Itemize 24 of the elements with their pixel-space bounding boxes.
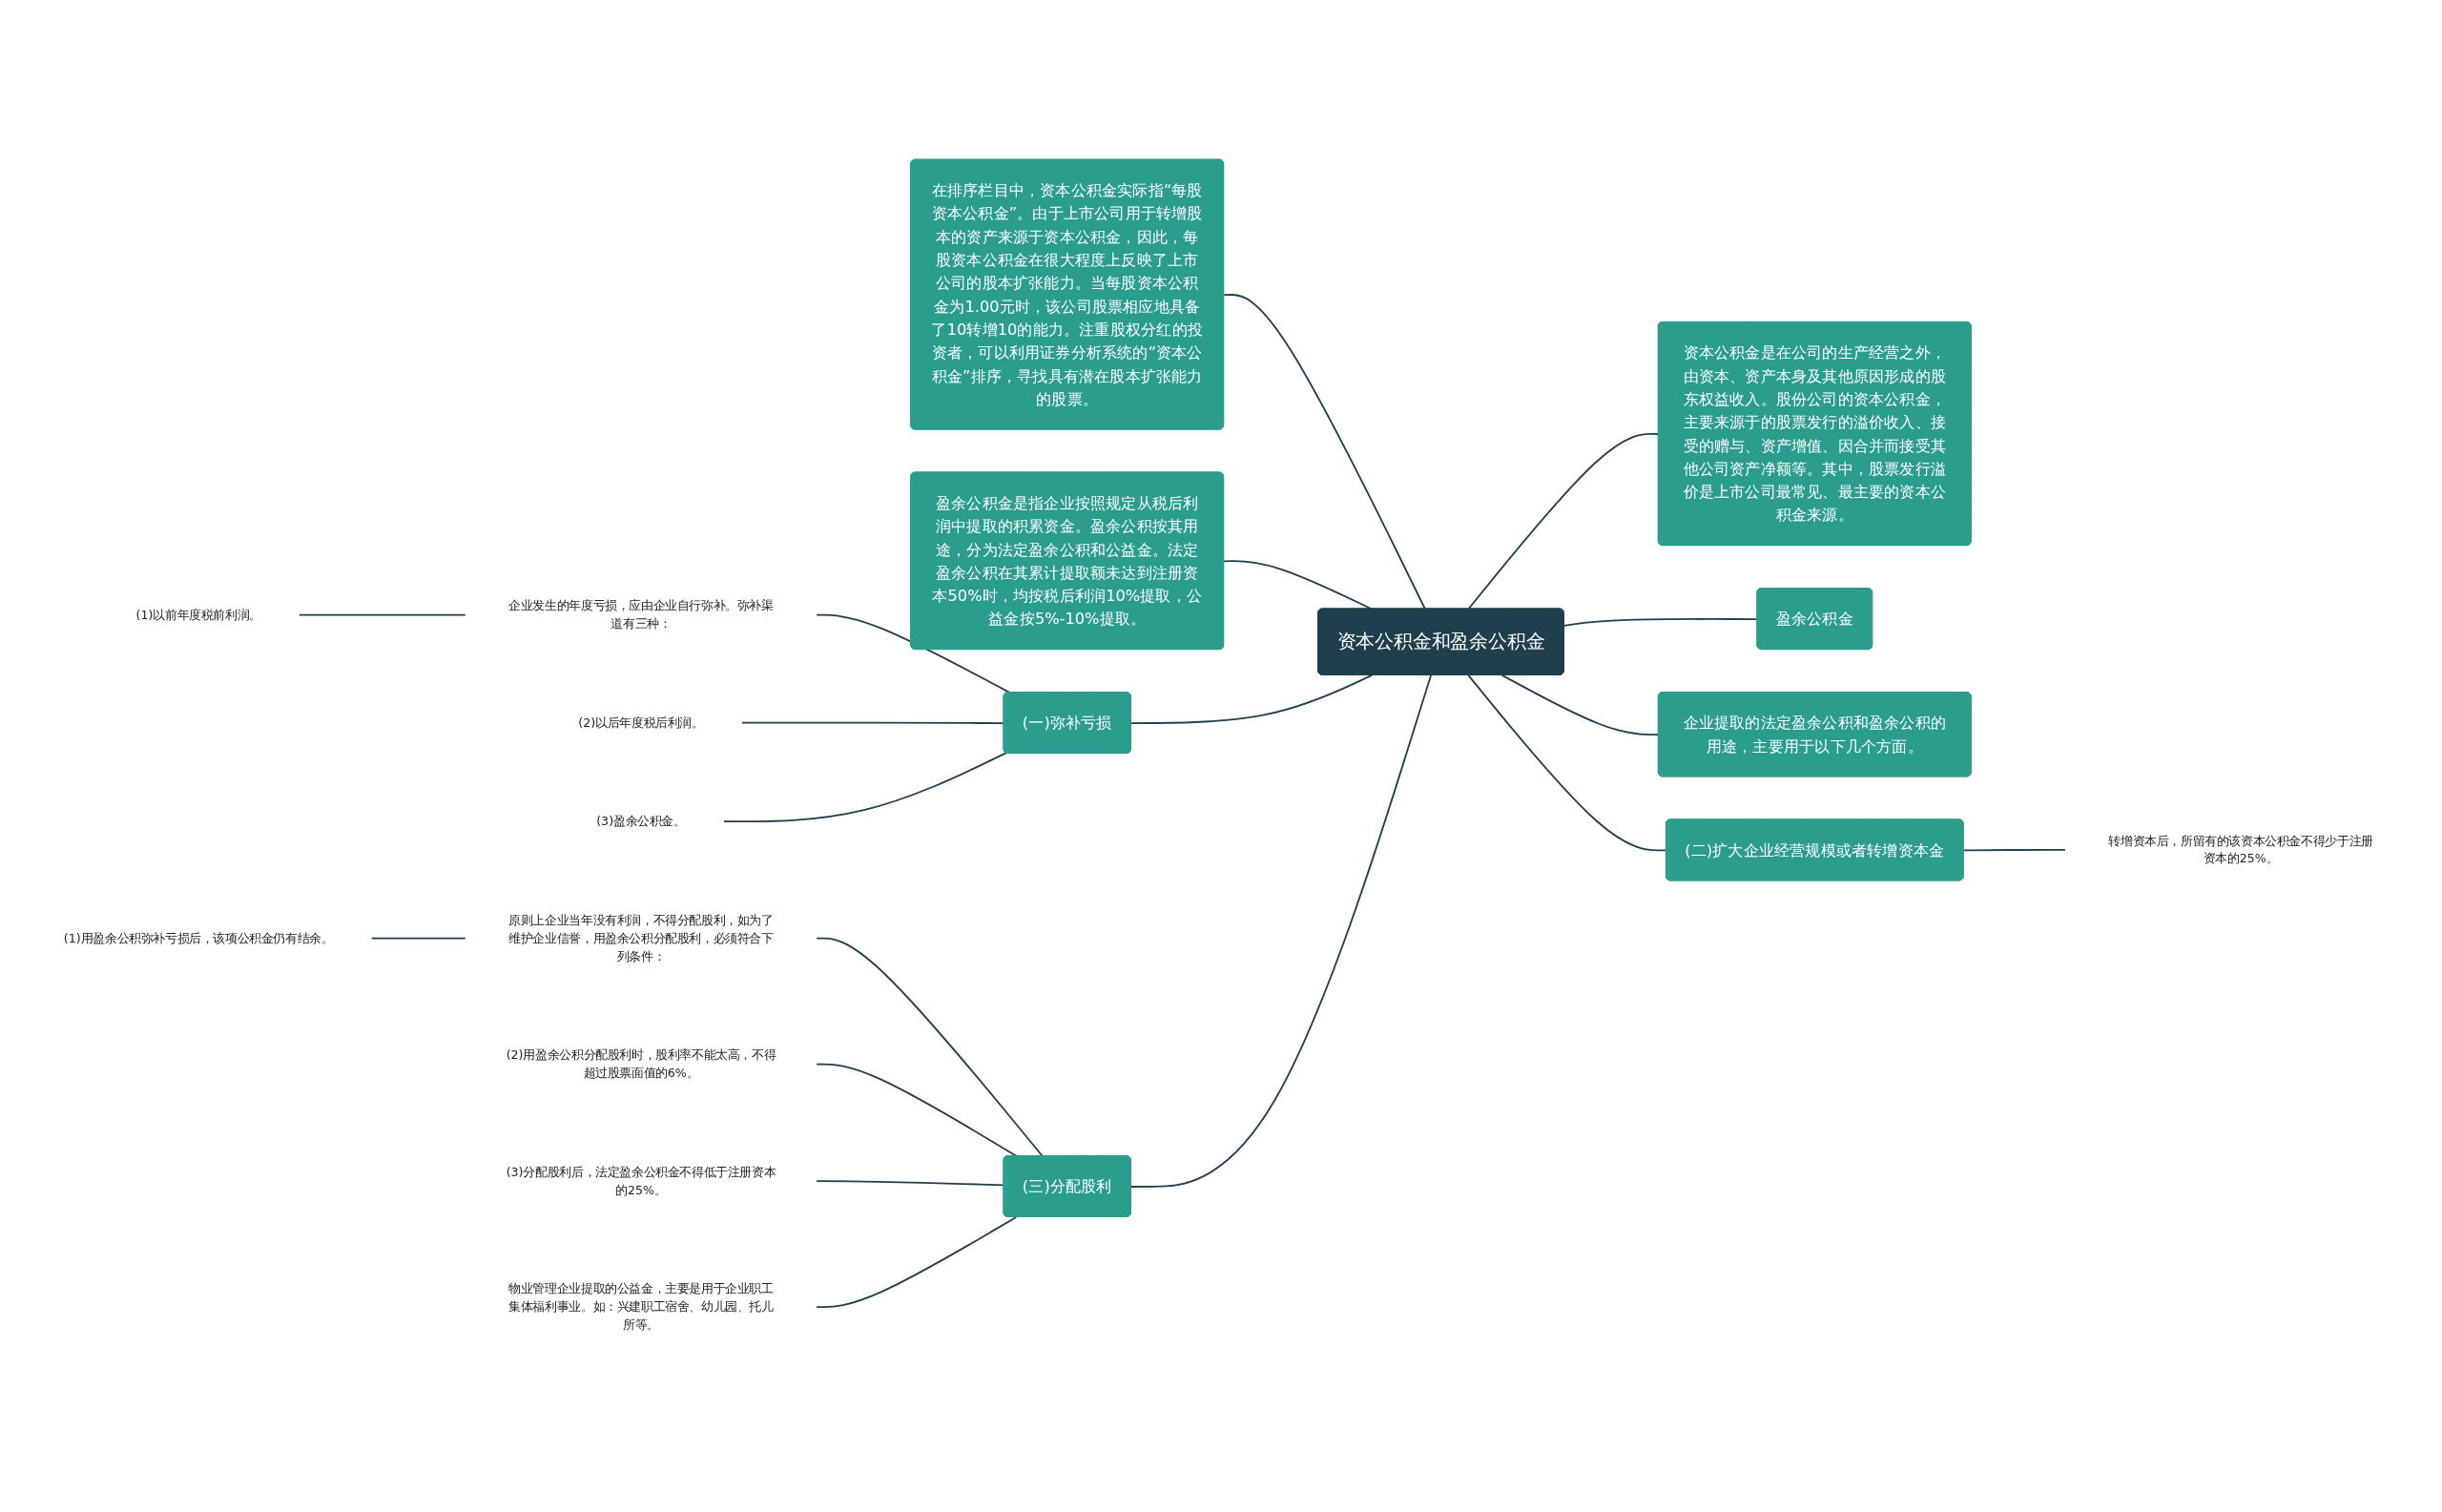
connector xyxy=(370,937,467,940)
node-text: (3)分配股利后，法定盈余公积金不得低于注册资本的25%。 xyxy=(506,1164,776,1197)
connector xyxy=(722,752,1007,822)
connector xyxy=(815,937,1044,1157)
node-text: (2)以后年度税后利润。 xyxy=(578,715,704,730)
connector xyxy=(1129,673,1432,1188)
connector xyxy=(740,721,1005,724)
connector xyxy=(1962,848,2067,852)
node-text: (2)用盈余公积分配股利时，股利率不能太高，不得超过股票面值的6%。 xyxy=(506,1047,776,1080)
node-text: (1)以前年度税前利润。 xyxy=(135,607,261,622)
node-text: 企业发生的年度亏损，应由企业自行弥补。弥补渠道有三种： xyxy=(508,598,774,631)
connector xyxy=(815,1063,1018,1157)
connector xyxy=(815,1215,1018,1308)
connector xyxy=(1500,673,1660,735)
connector xyxy=(1129,673,1373,724)
connector xyxy=(815,613,1011,694)
node-text: 转增资本后，所留有的该资本公积金不得少于注册资本的25%。 xyxy=(2108,833,2373,865)
connector xyxy=(298,613,467,616)
connector xyxy=(1467,673,1667,852)
node-text: (1)用盈余公积弥补亏损后，该项公积金仍有结余。 xyxy=(63,930,334,945)
node-text: 物业管理企业提取的公益金，主要是用于企业职工集体福利事业。如：兴建职工宿舍、幼儿园、托儿所等。 xyxy=(508,1281,774,1332)
node-text: 原则上企业当年没有利润，不得分配股利，如为了维护企业信誉，用盈余公积分配股利，必须符合下列条件： xyxy=(508,912,774,963)
connector xyxy=(815,1180,1005,1186)
node-text: (3)盈余公积金。 xyxy=(596,814,686,828)
